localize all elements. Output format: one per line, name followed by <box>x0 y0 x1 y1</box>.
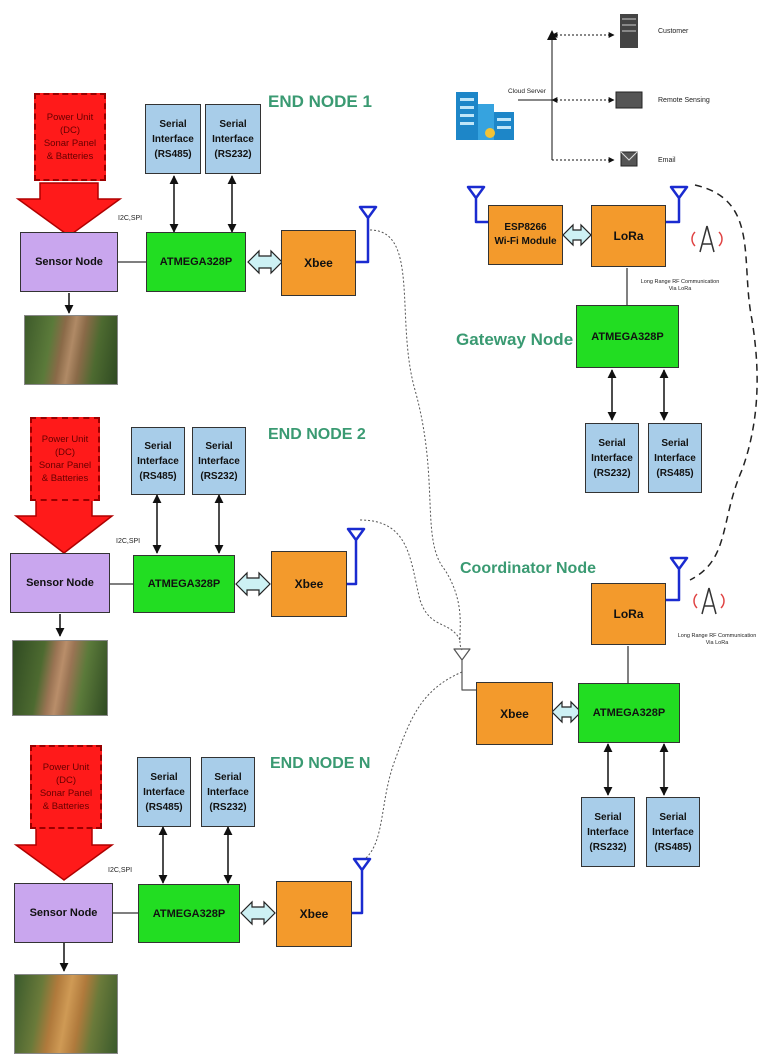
bidir-arrow-1 <box>247 249 283 275</box>
gateway-serial-rs232: Serial Interface (RS232) <box>585 423 639 493</box>
customer-server-icon <box>620 14 638 48</box>
end-node-2-graphics <box>13 494 366 637</box>
wireless-links <box>359 229 463 859</box>
end-node-2-bus-label: I2C,SPI <box>116 538 141 545</box>
coordinator-lora: LoRa <box>591 583 666 645</box>
lora-long-range-link <box>689 184 758 581</box>
cloud-graphics <box>456 14 643 167</box>
coordinator-rf-label: Long Range RF Communication Via LoRa <box>677 633 757 646</box>
gateway-esp8266-module: ESP8266 Wi-Fi Module <box>488 205 563 265</box>
power-arrow-2 <box>13 498 115 554</box>
end-node-n-sensor-node: Sensor Node <box>14 883 113 943</box>
gateway-lora-antenna <box>665 185 689 224</box>
end-node-2-power-unit: Power Unit (DC) Sonar Panel & Batteries <box>30 417 100 501</box>
coordinator-xbee-antenna <box>453 648 476 691</box>
coordinator-graphics <box>453 556 725 796</box>
remote-sensing-monitor-icon <box>615 91 643 109</box>
bidir-arrow-n <box>240 900 276 926</box>
end-node-2-mcu: ATMEGA328P <box>133 555 235 613</box>
gateway-serial-rs485: Serial Interface (RS485) <box>648 423 702 493</box>
end-node-n-xbee: Xbee <box>276 881 352 947</box>
gateway-tower-icon <box>691 225 723 253</box>
end-node-1-graphics <box>15 175 378 314</box>
cloud-server-building-icon <box>456 92 514 140</box>
gateway-rf-label: Long Range RF Communication Via LoRa <box>640 279 720 292</box>
power-arrow-1 <box>15 182 123 237</box>
gateway-bidir-arrow <box>562 223 592 247</box>
coordinator-mcu: ATMEGA328P <box>578 683 680 743</box>
coordinator-xbee: Xbee <box>476 682 553 745</box>
bidir-arrow-2 <box>235 571 271 597</box>
end-node-1-serial-rs232: Serial Interface (RS232) <box>205 104 261 174</box>
end-node-n-graphics <box>13 826 372 972</box>
coordinator-lora-antenna <box>665 556 689 602</box>
end-node-2-landslide-photo <box>12 640 108 716</box>
end-node-n-bus-label: I2C,SPI <box>108 867 133 874</box>
end-node-1-landslide-photo <box>24 315 118 385</box>
gateway-graphics <box>466 185 723 421</box>
end-node-1-xbee: Xbee <box>281 230 356 296</box>
end-node-n-mcu: ATMEGA328P <box>138 884 240 943</box>
end-node-1-mcu: ATMEGA328P <box>146 232 246 292</box>
end-node-2-title: END NODE 2 <box>268 426 366 443</box>
coordinator-tower-icon <box>693 587 725 615</box>
end-node-2-serial-rs485: Serial Interface (RS485) <box>131 427 185 495</box>
antenna-n <box>352 857 372 915</box>
power-arrow-n <box>13 827 115 881</box>
end-node-1-title: END NODE 1 <box>268 92 372 111</box>
coordinator-serial-rs232: Serial Interface (RS232) <box>581 797 635 867</box>
antenna-2 <box>346 527 366 586</box>
gateway-lora: LoRa <box>591 205 666 267</box>
end-node-2-sensor-node: Sensor Node <box>10 553 110 613</box>
end-node-n-serial-rs232: Serial Interface (RS232) <box>201 757 255 827</box>
end-node-n-serial-rs485: Serial Interface (RS485) <box>137 757 191 827</box>
end-node-1-sensor-node: Sensor Node <box>20 232 118 292</box>
end-node-2-serial-rs232: Serial Interface (RS232) <box>192 427 246 495</box>
end-node-n-title: END NODE N <box>270 755 371 772</box>
coordinator-serial-rs485: Serial Interface (RS485) <box>646 797 700 867</box>
end-node-1-bus-label: I2C,SPI <box>118 215 143 222</box>
end-node-1-power-unit: Power Unit (DC) Sonar Panel & Batteries <box>34 93 106 181</box>
output-remote-sensing-label: Remote Sensing <box>658 97 710 104</box>
coordinator-bidir-arrow <box>551 700 582 724</box>
wireless-link-1 <box>369 229 463 651</box>
wireless-link-2 <box>359 519 461 641</box>
coordinator-title: Coordinator Node <box>460 560 596 577</box>
gateway-esp-antenna <box>466 185 490 224</box>
wireless-link-n <box>365 671 463 859</box>
antenna-1 <box>356 205 378 264</box>
end-node-n-landslide-photo <box>14 974 118 1054</box>
end-node-n-power-unit: Power Unit (DC) Sonar Panel & Batteries <box>30 745 102 829</box>
end-node-1-serial-rs485: Serial Interface (RS485) <box>145 104 201 174</box>
gateway-mcu: ATMEGA328P <box>576 305 679 368</box>
gateway-title: Gateway Node <box>456 330 574 349</box>
end-node-2-xbee: Xbee <box>271 551 347 617</box>
cloud-server-label: Cloud Server <box>508 88 546 95</box>
output-email-label: Email <box>658 157 676 164</box>
email-icon <box>620 151 638 167</box>
output-customer-label: Customer <box>658 28 689 35</box>
